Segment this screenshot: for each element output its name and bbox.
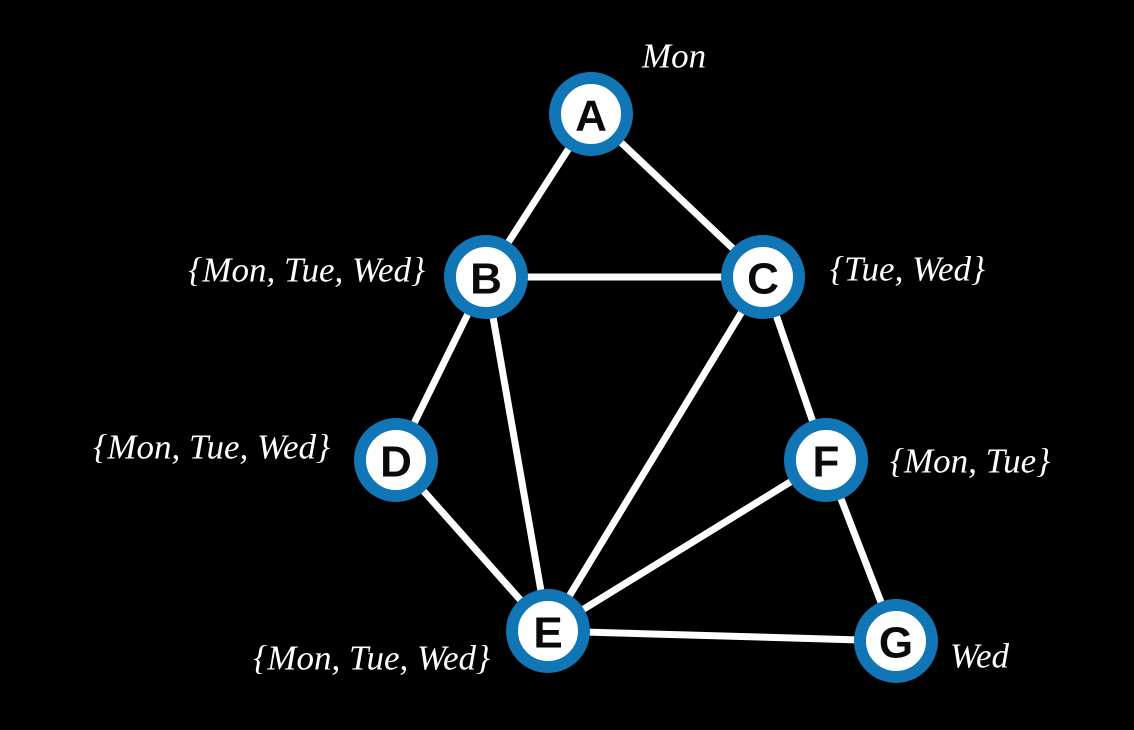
node-letter-A: A bbox=[575, 92, 607, 141]
domain-label-F: {Mon, Tue} bbox=[890, 442, 1050, 481]
domain-label-C: {Tue, Wed} bbox=[830, 250, 985, 289]
edge-B-E bbox=[482, 273, 552, 635]
node-letter-B: B bbox=[470, 255, 502, 304]
node-circle-F bbox=[784, 418, 868, 502]
domain-label-G: Wed bbox=[950, 637, 1009, 676]
edge-C-E bbox=[544, 273, 767, 635]
node-D: D bbox=[354, 418, 438, 502]
edge-E-G bbox=[544, 627, 900, 645]
node-E: E bbox=[506, 589, 590, 673]
domain-label-E: {Mon, Tue, Wed} bbox=[253, 639, 490, 678]
node-letter-C: C bbox=[747, 255, 779, 304]
domain-label-B: {Mon, Tue, Wed} bbox=[188, 251, 425, 290]
node-C: C bbox=[721, 235, 805, 319]
domain-label-D: {Mon, Tue, Wed} bbox=[93, 428, 330, 467]
node-letter-D: D bbox=[380, 438, 412, 487]
node-letter-F: F bbox=[813, 438, 840, 487]
node-circle-C bbox=[721, 235, 805, 319]
node-circle-E bbox=[506, 589, 590, 673]
node-circle-D bbox=[354, 418, 438, 502]
node-A: A bbox=[549, 72, 633, 156]
node-letter-E: E bbox=[533, 609, 562, 658]
domain-label-A: Mon bbox=[641, 37, 706, 76]
node-B: B bbox=[444, 235, 528, 319]
node-circle-A bbox=[549, 72, 633, 156]
edge-E-F bbox=[544, 456, 830, 635]
node-letter-G: G bbox=[879, 619, 913, 668]
node-circle-B bbox=[444, 235, 528, 319]
node-F: F bbox=[784, 418, 868, 502]
node-G: G bbox=[854, 599, 938, 683]
node-circle-G bbox=[854, 599, 938, 683]
